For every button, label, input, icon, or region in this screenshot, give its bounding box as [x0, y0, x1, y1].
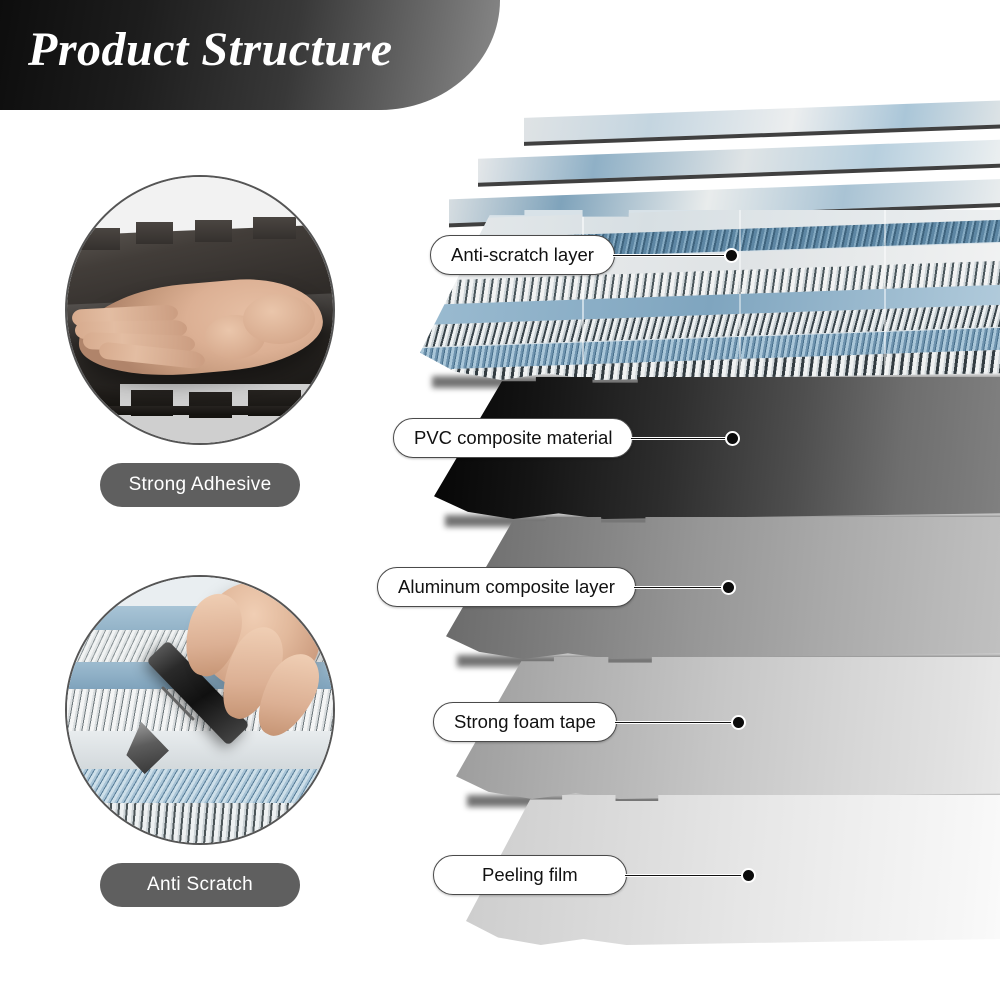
- callout-label: Peeling film: [433, 855, 627, 895]
- callout-strong-foam-tape[interactable]: Strong foam tape: [433, 702, 746, 742]
- header-banner: Product Structure: [0, 0, 500, 110]
- layer-stack-diagram: Anti-scratch layer PVC composite materia…: [377, 100, 1000, 1000]
- callout-aluminum-composite-layer[interactable]: Aluminum composite layer: [377, 567, 736, 607]
- callout-leader-line: [624, 873, 744, 877]
- callout-dot: [725, 430, 741, 446]
- callout-peeling-film[interactable]: Peeling film: [433, 855, 756, 895]
- callout-label: Strong foam tape: [433, 702, 617, 742]
- callout-label: Anti-scratch layer: [430, 235, 615, 275]
- callout-leader-line: [612, 253, 727, 257]
- terrazzo-pattern: [420, 210, 1000, 380]
- callout-anti-scratch-layer[interactable]: Anti-scratch layer: [430, 235, 739, 275]
- callout-dot: [730, 714, 746, 730]
- callout-leader-line: [614, 720, 734, 724]
- callout-dot: [740, 867, 756, 883]
- knife-scratching-tile-photo: [67, 577, 333, 843]
- callout-label: Aluminum composite layer: [377, 567, 636, 607]
- callout-dot: [720, 579, 736, 595]
- callout-label: PVC composite material: [393, 418, 634, 458]
- callout-leader-line: [631, 436, 729, 440]
- feature-photo-strong-adhesive: [65, 175, 335, 445]
- hand-pressing-tile-photo: [67, 177, 333, 443]
- plank-slice: [478, 139, 1000, 183]
- feature-strong-adhesive: Strong Adhesive: [65, 175, 335, 507]
- feature-photo-anti-scratch: [65, 575, 335, 845]
- page-title: Product Structure: [28, 23, 393, 76]
- callout-leader-line: [633, 585, 724, 589]
- feature-anti-scratch: Anti Scratch: [65, 575, 335, 907]
- plank-slice: [524, 100, 1000, 142]
- feature-caption-strong-adhesive: Strong Adhesive: [100, 463, 300, 507]
- callout-dot: [723, 247, 739, 263]
- callout-pvc-composite-material[interactable]: PVC composite material: [393, 418, 741, 458]
- feature-caption-anti-scratch: Anti Scratch: [100, 863, 300, 907]
